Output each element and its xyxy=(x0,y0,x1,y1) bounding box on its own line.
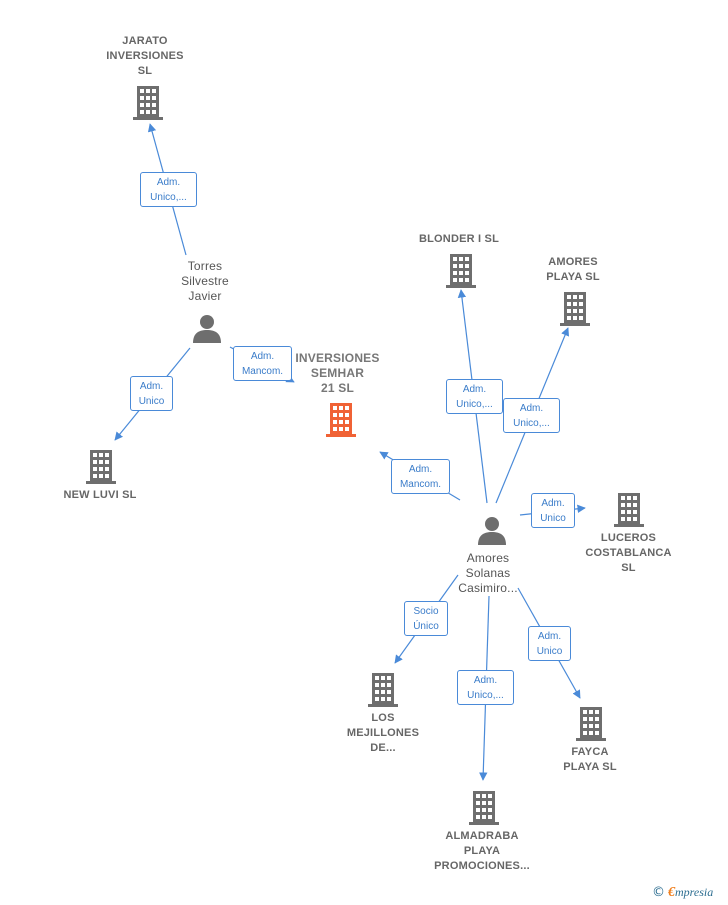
relation-badge-amores-semhar[interactable]: Adm. Mancom. xyxy=(391,459,450,494)
building-icon[interactable] xyxy=(367,673,399,707)
building-icon-highlighted[interactable] xyxy=(325,403,357,437)
building-icon[interactable] xyxy=(85,450,117,484)
relation-badge-mejillones[interactable]: Socio Único xyxy=(404,601,448,636)
relation-badge-fayca[interactable]: Adm. Unico xyxy=(528,626,571,661)
company-label-luceros[interactable]: LUCEROS COSTABLANCA SL xyxy=(585,532,672,574)
relation-badge-blonder[interactable]: Adm. Unico,... xyxy=(446,379,503,414)
relation-badge-torres-semhar[interactable]: Adm. Mancom. xyxy=(233,346,292,381)
brand-logo-initial: € xyxy=(668,885,675,900)
person-icon[interactable] xyxy=(477,515,507,545)
person-icon[interactable] xyxy=(192,313,222,343)
relation-badge-almadraba[interactable]: Adm. Unico,... xyxy=(457,670,514,705)
copyright-icon: © xyxy=(652,885,665,900)
building-icon[interactable] xyxy=(468,791,500,825)
company-label-fayca[interactable]: FAYCA PLAYA SL xyxy=(563,746,617,773)
brand-name: mpresia xyxy=(675,885,714,899)
building-icon[interactable] xyxy=(559,292,591,326)
company-label-newluvi[interactable]: NEW LUVI SL xyxy=(63,489,137,501)
company-label-mejillones[interactable]: LOS MEJILLONES DE... xyxy=(346,712,420,754)
relation-badge-newluvi[interactable]: Adm. Unico xyxy=(130,376,173,411)
relation-badge-luceros[interactable]: Adm. Unico xyxy=(531,493,575,528)
relation-badge-jarato[interactable]: Adm. Unico,... xyxy=(140,172,197,207)
company-label-jarato[interactable]: JARATO INVERSIONES SL xyxy=(106,35,184,77)
building-icon[interactable] xyxy=(132,86,164,120)
company-label-semhar[interactable]: INVERSIONES SEMHAR 21 SL xyxy=(295,351,380,395)
building-icon[interactable] xyxy=(613,493,645,527)
brand-watermark: © €mpresia xyxy=(652,885,713,901)
building-icon[interactable] xyxy=(445,254,477,288)
company-label-blonder[interactable]: BLONDER I SL xyxy=(418,233,499,245)
building-icon[interactable] xyxy=(575,707,607,741)
relation-badge-amoresplaya[interactable]: Adm. Unico,... xyxy=(503,398,560,433)
company-label-almadraba[interactable]: ALMADRABA PLAYA PROMOCIONES... xyxy=(434,830,530,872)
company-label-amoresplaya[interactable]: AMORES PLAYA SL xyxy=(546,256,600,283)
person-label-amores[interactable]: Amores Solanas Casimiro... xyxy=(458,551,518,595)
person-label-torres[interactable]: Torres Silvestre Javier xyxy=(181,259,229,303)
